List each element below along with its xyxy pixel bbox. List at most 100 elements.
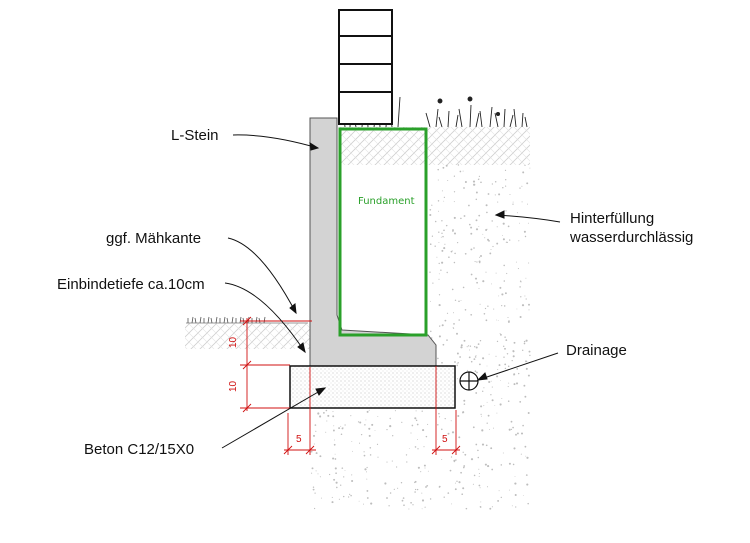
- soil-speck: [366, 489, 369, 492]
- soil-speck: [319, 415, 322, 418]
- soil-speck: [364, 468, 367, 471]
- soil-speck: [450, 420, 452, 422]
- soil-speck: [522, 495, 524, 496]
- soil-speck: [389, 417, 391, 420]
- soil-speck: [506, 353, 509, 355]
- soil-speck: [502, 452, 504, 454]
- soil-speck: [524, 445, 527, 448]
- soil-speck: [430, 330, 432, 333]
- soil-speck: [521, 185, 523, 187]
- dimension-lines: [240, 316, 461, 455]
- soil-speck: [332, 429, 335, 432]
- soil-speck: [423, 464, 426, 467]
- soil-speck: [451, 288, 454, 291]
- soil-speck: [474, 346, 476, 348]
- soil-speck: [520, 432, 524, 435]
- soil-speck: [441, 361, 443, 364]
- soil-speck: [496, 375, 499, 378]
- soil-speck: [521, 201, 523, 203]
- soil-speck: [478, 475, 480, 477]
- soil-speck: [386, 497, 388, 499]
- soil-speck: [414, 491, 416, 493]
- soil-speck: [366, 478, 368, 480]
- soil-speck: [454, 361, 456, 363]
- soil-speck: [479, 487, 481, 489]
- soil-speck: [441, 232, 443, 234]
- soil-speck: [494, 181, 497, 183]
- soil-speck: [498, 295, 500, 297]
- soil-speck: [370, 502, 373, 505]
- soil-speck: [507, 320, 510, 323]
- soil-speck: [451, 250, 453, 252]
- soil-speck: [504, 292, 507, 295]
- front-ground-hatch: [185, 323, 310, 349]
- soil-speck: [480, 501, 482, 503]
- soil-speck: [509, 239, 511, 241]
- soil-speck: [466, 369, 469, 371]
- soil-speck: [442, 166, 445, 169]
- soil-speck: [504, 367, 507, 370]
- soil-speck: [503, 305, 506, 307]
- soil-speck: [475, 219, 478, 222]
- soil-speck: [443, 196, 446, 199]
- soil-speck: [512, 426, 514, 429]
- soil-speck: [503, 280, 506, 282]
- soil-speck: [340, 425, 342, 427]
- soil-speck: [489, 507, 492, 510]
- soil-speck: [447, 179, 449, 182]
- soil-speck: [478, 261, 481, 264]
- soil-speck: [523, 230, 526, 233]
- soil-speck: [405, 454, 408, 456]
- soil-speck: [478, 226, 480, 227]
- soil-speck: [519, 315, 522, 319]
- soil-speck: [507, 316, 509, 319]
- soil-speck: [453, 261, 456, 264]
- soil-speck: [412, 504, 414, 506]
- soil-speck: [525, 474, 528, 476]
- soil-speck: [447, 432, 450, 435]
- soil-speck: [462, 411, 464, 414]
- soil-speck: [515, 433, 517, 436]
- soil-speck: [462, 466, 465, 469]
- soil-speck: [524, 395, 527, 398]
- soil-speck: [424, 467, 426, 469]
- soil-speck: [454, 252, 456, 255]
- soil-speck: [484, 237, 486, 239]
- soil-speck: [421, 508, 423, 510]
- soil-speck: [408, 508, 410, 510]
- soil-speck: [453, 459, 456, 462]
- soil-speck: [347, 496, 350, 498]
- soil-speck: [445, 224, 448, 227]
- leader-lines: [221, 134, 561, 449]
- soil-speck: [441, 261, 444, 264]
- soil-speck: [517, 268, 519, 270]
- soil-speck: [464, 180, 467, 184]
- soil-speck: [450, 456, 453, 458]
- soil-speck: [507, 386, 509, 388]
- soil-speck: [401, 421, 403, 423]
- soil-speck: [478, 468, 480, 470]
- soil-speck: [479, 340, 482, 342]
- soil-speck: [479, 363, 481, 366]
- soil-speck: [486, 486, 489, 488]
- soil-speck: [358, 500, 360, 502]
- soil-speck: [455, 459, 457, 461]
- label-hinterfuellung-2: wasserdurchlässig: [569, 229, 693, 246]
- soil-speck: [437, 179, 439, 181]
- soil-speck: [415, 419, 418, 422]
- soil-speck: [357, 421, 360, 423]
- soil-speck: [523, 340, 526, 343]
- soil-speck: [443, 200, 445, 202]
- soil-speck: [472, 180, 476, 183]
- soil-speck: [463, 465, 466, 467]
- soil-speck: [313, 434, 315, 437]
- soil-speck: [478, 214, 481, 217]
- soil-speck: [395, 466, 398, 468]
- soil-speck: [519, 187, 521, 189]
- soil-speck: [516, 432, 519, 435]
- soil-speck: [437, 424, 439, 426]
- soil-speck: [463, 339, 466, 342]
- soil-speck: [491, 399, 494, 402]
- soil-speck: [494, 405, 496, 406]
